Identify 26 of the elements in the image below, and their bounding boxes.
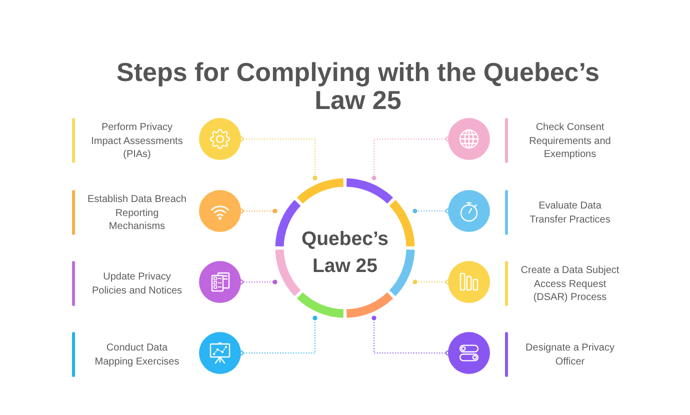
dotted-connector [412, 208, 450, 214]
step-text: Update Privacy Policies and Notices [90, 270, 184, 298]
center-title: Quebec’s Law 25 [300, 227, 390, 279]
dotted-connector [238, 208, 278, 214]
globe-icon [448, 118, 490, 160]
step-text: Check Consent Requirements and Exemptions [528, 120, 612, 162]
stopwatch-icon [448, 190, 490, 232]
dotted-connector [238, 280, 278, 284]
step-text: Conduct Data Mapping Exercises [94, 342, 180, 368]
bar-chart-icon [448, 261, 490, 303]
dotted-connector [238, 136, 318, 180]
dotted-connector [372, 316, 450, 356]
wifi-icon [199, 190, 241, 232]
step-text: Evaluate Data Transfer Practices [528, 200, 612, 226]
toggle-switches-icon [448, 332, 490, 374]
step-text: Designate a Privacy Officer [524, 342, 616, 368]
checklist-icon [199, 261, 241, 303]
dotted-connector [412, 280, 450, 284]
step-text: Create a Data Subject Access Request (DSAR) Process [520, 264, 620, 304]
step-text: Establish Data Breach Reporting Mechanisms [86, 192, 188, 234]
dotted-connector [238, 316, 318, 356]
title: Steps for Complying with the Quebec’s Law 25 [116, 58, 600, 114]
step-text: Perform Privacy Impact Assessments (PIAs) [90, 120, 184, 162]
whiteboard-icon [199, 332, 241, 374]
gear-icon [199, 118, 241, 160]
dotted-connector [372, 136, 450, 180]
